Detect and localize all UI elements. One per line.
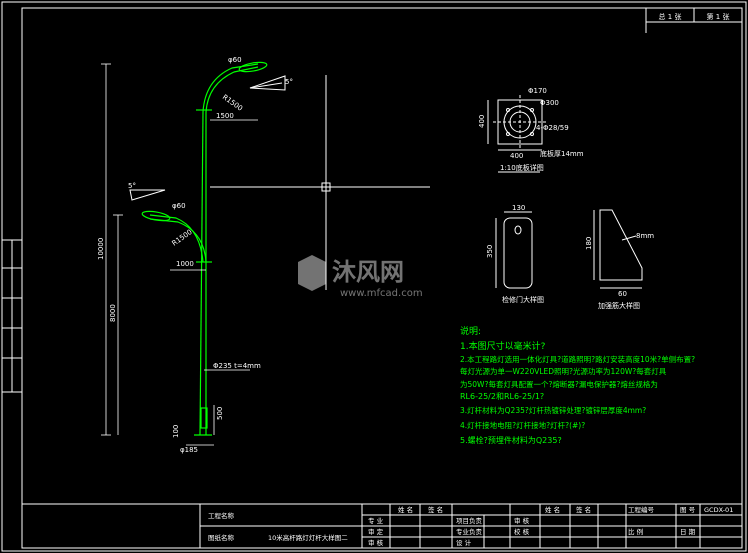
tb-cell: 日 期 <box>680 528 696 536</box>
tb-cell: 项目负责 <box>456 516 483 525</box>
notes-title: 说明: <box>460 325 481 337</box>
base-bolt-spec: 4-Φ28/59 <box>536 124 569 132</box>
tb-cell: 工程编号 <box>628 505 655 514</box>
binding-ticks <box>2 239 22 393</box>
cad-crosshair <box>210 75 430 290</box>
base-bolt-circle: Φ300 <box>540 99 559 107</box>
rib-detail <box>593 209 643 289</box>
mid-arm-dim: 1000 <box>176 260 194 268</box>
note-line: 1.本图尺寸以毫米计? <box>460 340 546 352</box>
base-detail-labels: Φ170 Φ300 400 400 4-Φ28/59 底板厚14mm 1:10底… <box>478 87 584 172</box>
base-caption: 1:10底板详图 <box>500 163 544 172</box>
rib-base: 60 <box>618 290 627 298</box>
top-arm-inner <box>205 66 259 113</box>
door-outline <box>503 217 533 289</box>
top-arm-radius: R1500 <box>221 93 244 113</box>
tb-cell: 审 定 <box>368 527 384 536</box>
top-arm-dim: 1500 <box>216 112 234 120</box>
mid-arm-radius: R1500 <box>171 228 194 248</box>
tb-cell: 审 核 <box>368 538 384 547</box>
door-dim: 500 <box>216 407 224 420</box>
mid-arm-inner <box>149 218 207 263</box>
tb-header-cell: 姓 名 <box>398 505 413 514</box>
tb-header-cell: 姓 名 <box>545 505 560 514</box>
tb-cell: 专业负责 <box>456 527 483 536</box>
drawing-label: 图纸名称 <box>208 533 235 542</box>
watermark: 沐风网 www.mfcad.com <box>298 255 423 299</box>
pole-elevation <box>141 61 268 436</box>
base-plate-note: 底板厚14mm <box>540 149 584 158</box>
watermark-brand: 沐风网 <box>332 258 404 286</box>
tb-header-cell: 签 名 <box>428 505 443 514</box>
pole-spec: Φ235 t=4mm <box>213 362 261 370</box>
pole-labels: φ60 5° R1500 1500 φ60 5° R1500 1000 1000… <box>97 56 293 454</box>
mid-lamp-dia: φ60 <box>172 202 186 210</box>
base-dim-left: 400 <box>478 115 486 128</box>
angle-markers <box>129 75 286 201</box>
door-detail <box>495 211 533 289</box>
mid-arm-angle: 5° <box>128 182 136 190</box>
top-lamp-icon <box>238 61 268 73</box>
top-lamp-dia: φ60 <box>228 56 242 64</box>
watermark-logo-icon <box>298 255 326 291</box>
tb-cell: 审 核 <box>514 516 530 525</box>
sheet-total: 总 1 张 <box>659 12 682 21</box>
total-height-dim: 10000 <box>97 238 105 260</box>
door-opening <box>200 407 208 429</box>
note-line: 每灯光源为单一W220VLED照明?光源功率为120W?每套灯具 <box>460 366 667 376</box>
title-block <box>21 503 743 549</box>
title-block-text: 工程名称 图纸名称 10米高杆路灯灯杆大样图二 姓 名 签 名 姓 名 签 名 … <box>208 505 733 547</box>
tb-cell: 校 核 <box>514 527 530 536</box>
tb-header-cell: 签 名 <box>576 505 591 514</box>
mid-lamp-icon <box>141 210 171 222</box>
base-dia-top: Φ170 <box>528 87 547 95</box>
top-arm-angle: 5° <box>285 78 293 86</box>
rib-detail-labels: 180 8mm 60 加强筋大样图 <box>585 232 654 310</box>
tb-cell: 设 计 <box>456 538 472 547</box>
note-line: 4.灯杆接地电阻?灯杆接地?灯杆?(#)? <box>460 420 585 430</box>
design-notes: 说明: 1.本图尺寸以毫米计? 2.本工程路灯选用一体化灯具?道路照明?路灯安装… <box>460 325 695 445</box>
drawing-number: GCDX-01 <box>704 506 733 514</box>
base-plate-detail <box>487 95 547 173</box>
sheet-number: 第 1 张 <box>707 12 730 21</box>
note-line: RL6-25/2和RL6-25/1? <box>460 392 544 401</box>
door-height: 350 <box>486 245 494 258</box>
base-dia: φ185 <box>180 446 198 454</box>
pole-dimensions <box>101 63 258 446</box>
sheet-counter: 总 1 张 第 1 张 <box>645 7 743 33</box>
rib-height: 180 <box>585 237 593 250</box>
top-arm <box>202 63 259 113</box>
note-line: 5.螺栓?预埋件材料为Q235? <box>460 435 562 445</box>
note-line: 2.本工程路灯选用一体化灯具?道路照明?路灯安装高度10米?单侧布置? <box>460 354 695 364</box>
project-label: 工程名称 <box>208 511 235 520</box>
drawing-name: 10米高杆路灯灯杆大样图二 <box>268 533 348 542</box>
note-line: 为50W?每套灯具配置一个?熔断器?漏电保护器?熔丝规格为 <box>460 379 658 389</box>
tb-cell: 比 例 <box>628 527 643 536</box>
note-line: 3.灯杆材料为Q235?灯杆热镀锌处理?镀锌层厚度4mm? <box>460 405 646 415</box>
door-width: 130 <box>512 204 525 212</box>
mid-height-dim: 8000 <box>109 304 117 322</box>
watermark-url: www.mfcad.com <box>340 288 423 299</box>
base-height: 100 <box>172 425 180 438</box>
door-caption: 检修门大样图 <box>502 295 544 304</box>
tb-cell: 图 号 <box>680 506 696 514</box>
rib-outline <box>599 209 643 281</box>
base-dim-bottom: 400 <box>510 152 523 160</box>
door-detail-labels: 130 350 检修门大样图 <box>486 204 544 304</box>
tb-cell: 专 业 <box>368 516 384 525</box>
rib-caption: 加强筋大样图 <box>598 301 640 310</box>
rib-thickness: 8mm <box>636 232 654 240</box>
pole-shaft-left <box>199 111 204 436</box>
